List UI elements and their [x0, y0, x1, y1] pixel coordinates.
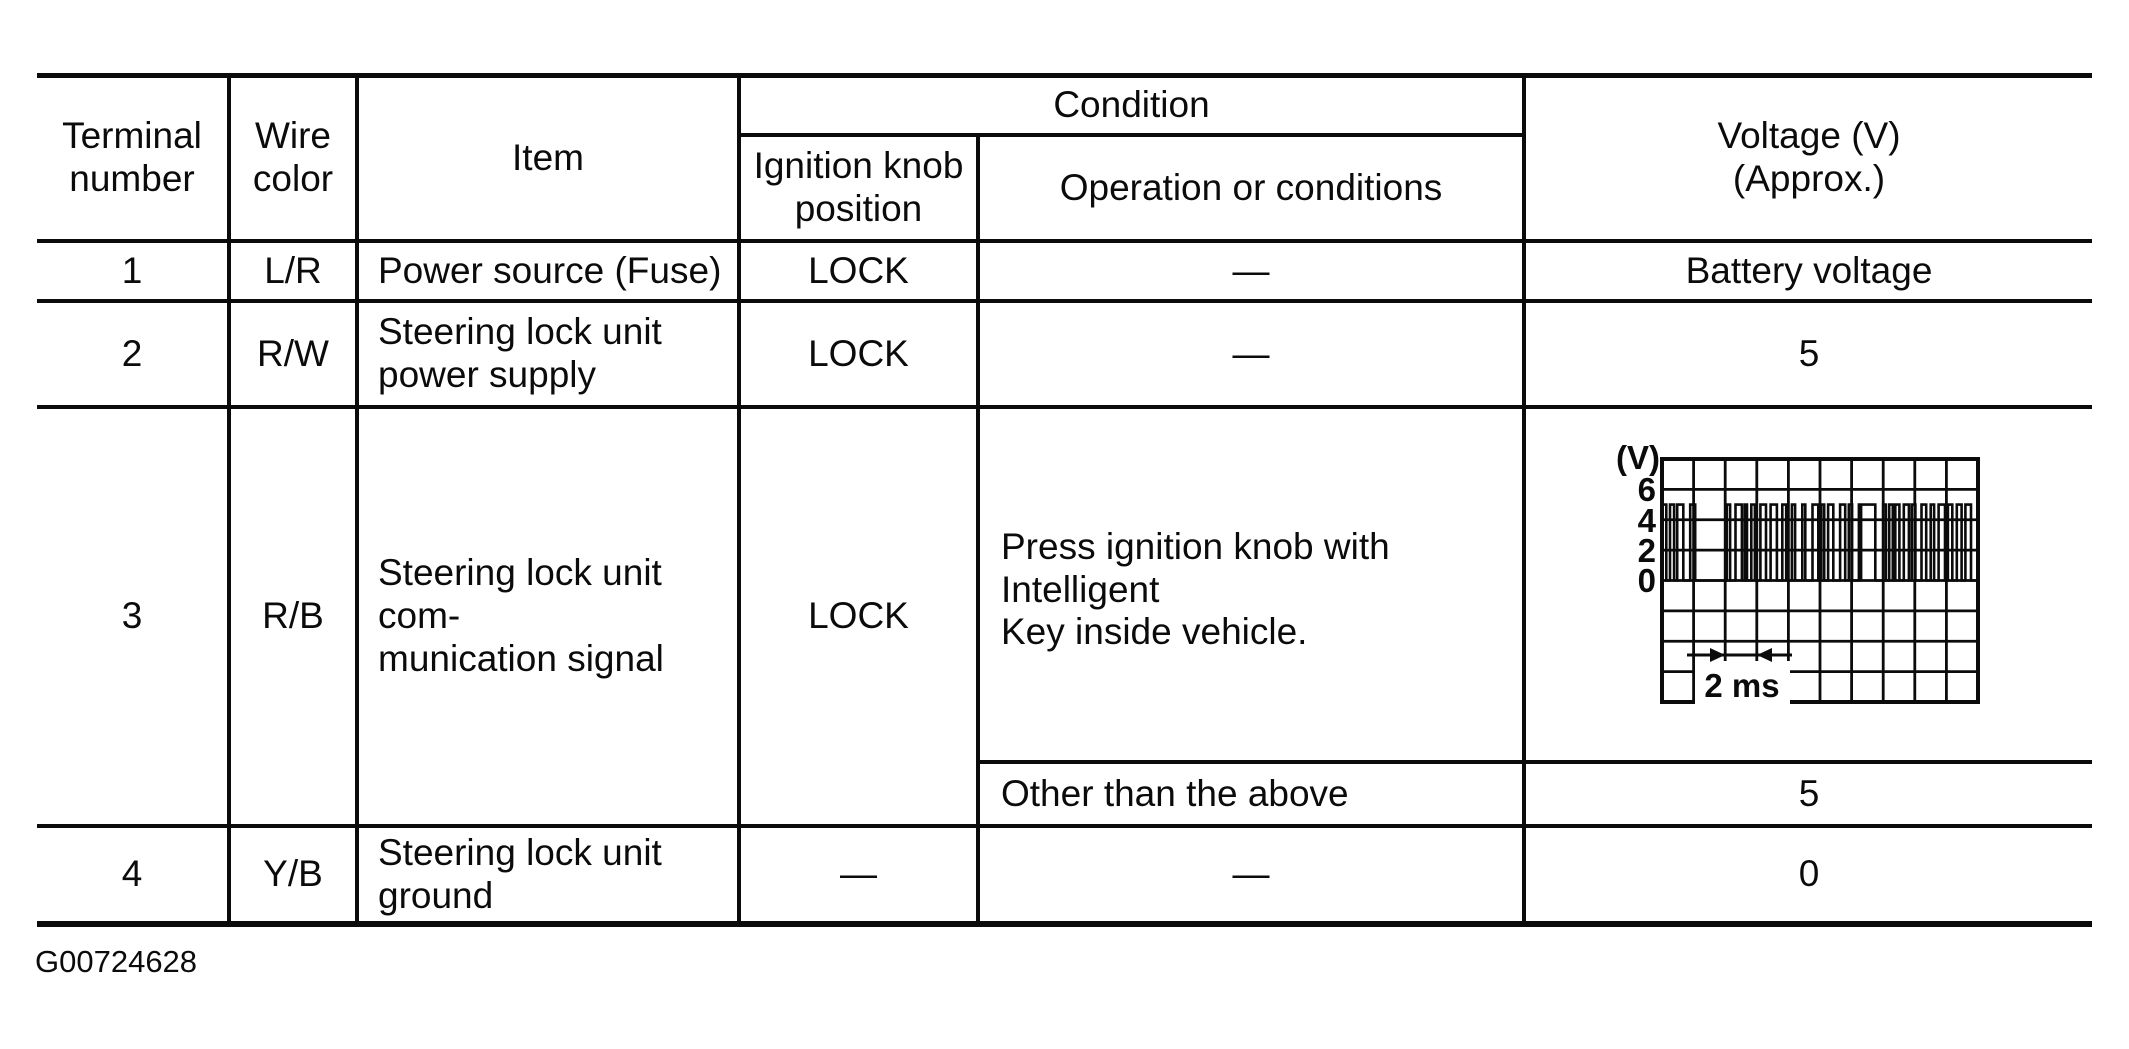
time-span-right-arrow-icon — [1710, 648, 1725, 662]
time-span-left-arrow-icon — [1757, 648, 1772, 662]
waveform-trace — [1660, 503, 1977, 582]
figure-id: G00724628 — [35, 944, 198, 979]
header-item: Item — [512, 136, 584, 178]
oscilloscope-waveform-chart: (V) 6 4 2 0 2 ms — [1616, 439, 1980, 711]
row3-bottom-divider — [37, 824, 2092, 828]
row3-subrow-divider — [977, 760, 2092, 764]
row3-wire: R/B — [262, 595, 324, 637]
col-divider-item-condition — [737, 75, 741, 925]
row2-voltage: 5 — [1798, 332, 1820, 374]
row3-suba-operation: Press ignition knob with Intelligent Key… — [1001, 525, 1390, 653]
header-condition: Condition — [1053, 83, 1210, 125]
row1-voltage: Battery voltage — [1685, 249, 1933, 291]
header-ignition-knob-position: Ignition knob position — [753, 145, 964, 229]
time-scale-label-box — [1695, 661, 1790, 711]
row1-item: Power source (Fuse) — [378, 249, 722, 291]
row2-item: Steering lock unit power supply — [378, 311, 662, 395]
col-divider-wire-item — [355, 75, 359, 925]
header-wire-color: Wire color — [252, 115, 334, 199]
chart-ytick-0: 0 — [1638, 562, 1656, 599]
row4-operation: — — [1232, 853, 1270, 895]
header-terminal-number: Terminal number — [62, 115, 202, 199]
col-divider-condition-voltage — [1522, 75, 1526, 925]
row1-terminal: 1 — [121, 249, 143, 291]
row4-voltage: 0 — [1798, 853, 1820, 895]
row2-bottom-divider — [37, 405, 2092, 409]
row4-item: Steering lock unit ground — [378, 831, 662, 916]
row3-terminal: 3 — [121, 595, 143, 637]
col-divider-terminal-wire — [227, 75, 231, 925]
row2-operation: — — [1232, 332, 1270, 374]
row3-item: Steering lock unit com- munication signa… — [378, 552, 664, 679]
row4-ignition: — — [840, 853, 877, 895]
voltage-waveform-figure: (V) 6 4 2 0 2 ms — [1600, 435, 2000, 715]
chart-ytick-4: 4 — [1638, 502, 1657, 539]
row1-ignition: LOCK — [808, 249, 909, 291]
chart-ytick-6: 6 — [1638, 471, 1656, 508]
row3-ignition: LOCK — [808, 595, 909, 637]
row1-operation: — — [1232, 249, 1270, 291]
row1-wire: L/R — [264, 249, 322, 291]
row4-wire: Y/B — [263, 853, 323, 895]
row2-wire: R/W — [257, 332, 329, 374]
row2-ignition: LOCK — [808, 332, 909, 374]
chart-ytick-2: 2 — [1638, 532, 1656, 569]
row3-subb-operation: Other than the above — [1001, 772, 1349, 814]
chart-y-axis-unit-label: (V) — [1616, 439, 1660, 476]
header-operation-or-conditions: Operation or conditions — [1059, 166, 1443, 208]
time-scale-label: 2 ms — [1704, 667, 1779, 704]
header-voltage: Voltage (V) (Approx.) — [1717, 115, 1901, 199]
col-divider-ignition-operation — [976, 135, 980, 925]
condition-subheader-divider — [740, 133, 1525, 137]
row4-terminal: 4 — [121, 853, 143, 895]
table-bottom-border — [37, 921, 2092, 927]
row2-terminal: 2 — [121, 332, 143, 374]
row3-subb-voltage: 5 — [1798, 772, 1820, 814]
header-bottom-divider — [37, 239, 2092, 243]
row1-bottom-divider — [37, 299, 2092, 303]
table-top-border — [37, 73, 2092, 78]
